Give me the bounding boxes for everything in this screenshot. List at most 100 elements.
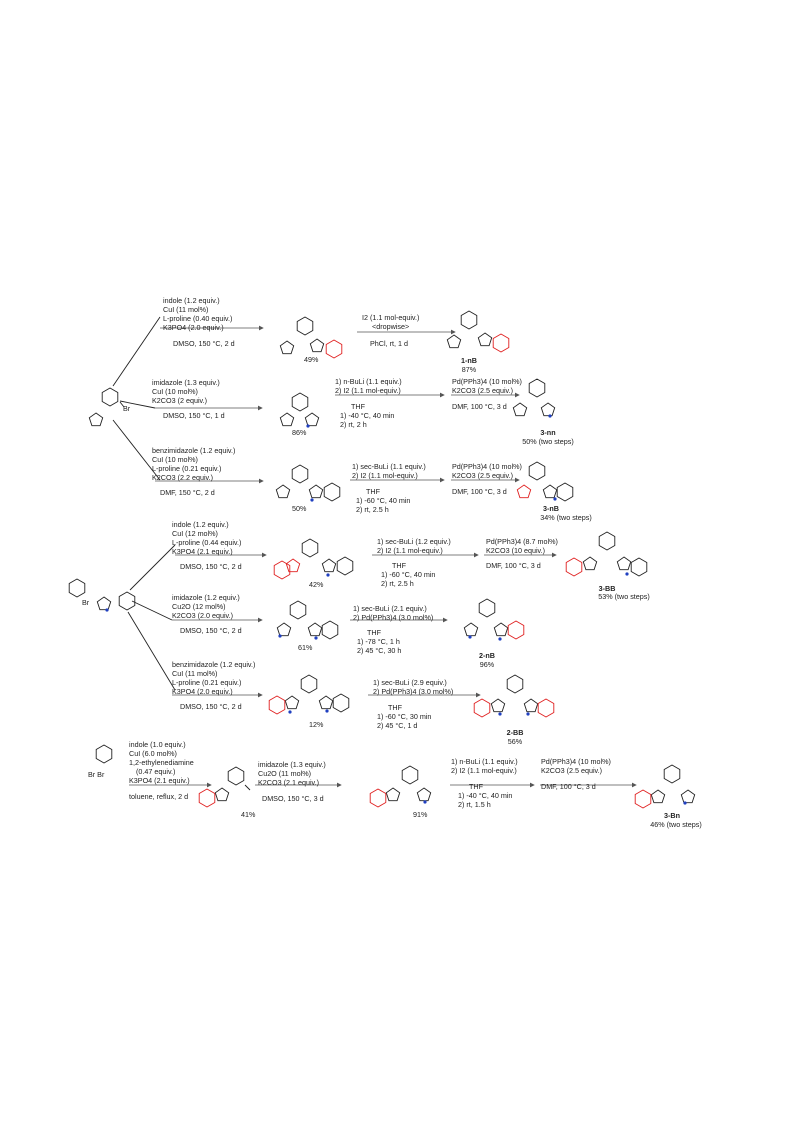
row1-product-yield: 87%	[461, 365, 477, 374]
benzene-ring	[478, 598, 496, 618]
row7-br-bond	[244, 784, 251, 791]
row1-red-benzo-ring	[325, 339, 343, 359]
row7-product-red-ring	[634, 789, 652, 809]
nitrogen-atom	[553, 497, 557, 501]
row3-yield1: 50%	[292, 504, 307, 513]
nitrogen-atom	[423, 800, 427, 804]
sm1-branch-mid	[119, 400, 156, 409]
benzene-ring	[528, 378, 546, 398]
row6-product-yield: 56%	[507, 737, 523, 746]
row6-product-red-ring-right	[537, 698, 555, 718]
row3-product-label: 3-nB	[543, 504, 559, 513]
row4-red-benzo	[273, 560, 291, 580]
five-membered-ring	[477, 332, 493, 347]
five-membered-ring	[308, 484, 324, 499]
five-membered-ring	[309, 338, 325, 353]
sm2-benzene-ring	[68, 578, 86, 598]
benzene-ring	[528, 461, 546, 481]
sm1-br-label: Br	[123, 404, 131, 413]
row7-red-ring	[198, 788, 216, 808]
five-membered-ring	[416, 787, 432, 802]
five-membered-ring	[318, 695, 334, 710]
row4-product-label: 3-BB	[598, 584, 616, 593]
benzene-ring	[556, 482, 574, 502]
five-membered-ring	[279, 412, 295, 427]
sm3-br-label: Br Br	[88, 770, 105, 779]
row7-red-ring2	[369, 788, 387, 808]
five-membered-ring	[490, 698, 506, 713]
row2-product-yield: 50% (two steps)	[522, 437, 574, 446]
row1-yield1: 49%	[304, 355, 319, 364]
five-membered-ring	[582, 556, 598, 571]
row7-product-label: 3-Bn	[664, 811, 680, 820]
nitrogen-atom	[526, 712, 530, 716]
row2-product-label: 3-nn	[540, 428, 556, 437]
nitrogen-atom	[683, 801, 687, 805]
benzene-ring	[296, 316, 314, 336]
nitrogen-atom	[625, 572, 629, 576]
sm2-fused-benzene-ring	[118, 591, 136, 611]
five-membered-ring	[307, 622, 323, 637]
row6-product-label: 2-BB	[506, 728, 524, 737]
five-membered-ring	[616, 556, 632, 571]
row4-red-pyrrole	[285, 558, 301, 573]
row5-product-label: 2-nB	[479, 651, 495, 660]
five-membered-ring	[304, 412, 320, 427]
row4-product-red-ring	[565, 557, 583, 577]
sm2-branch-up	[129, 544, 176, 591]
row5-yield1: 61%	[298, 643, 313, 652]
benzene-ring	[227, 766, 245, 786]
nitrogen-atom	[326, 573, 330, 577]
row6-red-ring	[268, 695, 286, 715]
nitrogen-atom	[278, 634, 282, 638]
benzene-ring	[663, 764, 681, 784]
five-membered-ring	[523, 698, 539, 713]
nitrogen-atom	[310, 498, 314, 502]
five-membered-ring	[493, 622, 509, 637]
benzene-ring	[301, 538, 319, 558]
benzene-ring	[289, 600, 307, 620]
row5-product-red-ring	[507, 620, 525, 640]
sm1-benzene-ring	[101, 387, 119, 407]
benzene-ring	[332, 693, 350, 713]
row3-product-yield: 34% (two steps)	[540, 513, 592, 522]
nitrogen-atom	[548, 414, 552, 418]
benzene-ring	[598, 531, 616, 551]
row4-yield1: 42%	[309, 580, 324, 589]
row1-product-red-ring	[492, 333, 510, 353]
nitrogen-atom	[498, 712, 502, 716]
nitrogen-atom	[468, 635, 472, 639]
five-membered-ring	[275, 484, 291, 499]
benzene-ring	[291, 464, 309, 484]
benzene-ring	[460, 310, 478, 330]
five-membered-ring	[680, 789, 696, 804]
sm1-pyrrole-ring	[88, 412, 104, 427]
row7-product-yield: 46% (two steps)	[650, 820, 702, 829]
benzene-ring	[506, 674, 524, 694]
benzene-ring	[336, 556, 354, 576]
five-membered-ring	[214, 787, 230, 802]
row7-yield1: 41%	[241, 810, 256, 819]
five-membered-ring	[284, 695, 300, 710]
benzene-ring	[321, 620, 339, 640]
benzene-ring	[401, 765, 419, 785]
row6-yield1: 12%	[309, 720, 324, 729]
row5-product-yield: 96%	[479, 660, 495, 669]
row2-yield1: 86%	[292, 428, 307, 437]
benzene-ring	[291, 392, 309, 412]
nitrogen-atom	[288, 710, 292, 714]
row6-product-red-ring-left	[473, 698, 491, 718]
benzene-ring	[323, 482, 341, 502]
five-membered-ring	[463, 622, 479, 637]
row4-product-yield: 53% (two steps)	[598, 592, 650, 601]
sm2-branch-mid	[131, 600, 173, 621]
sm1-branch-down	[112, 419, 161, 481]
nitrogen-atom	[498, 637, 502, 641]
five-membered-ring	[385, 787, 401, 802]
row7-yield2: 91%	[413, 810, 428, 819]
sm2-nitrogen	[105, 608, 109, 612]
row3-red-pyrrole-ring	[516, 484, 532, 499]
sm2-br-label: Br	[82, 598, 90, 607]
nitrogen-atom	[325, 709, 329, 713]
nitrogen-atom	[314, 636, 318, 640]
